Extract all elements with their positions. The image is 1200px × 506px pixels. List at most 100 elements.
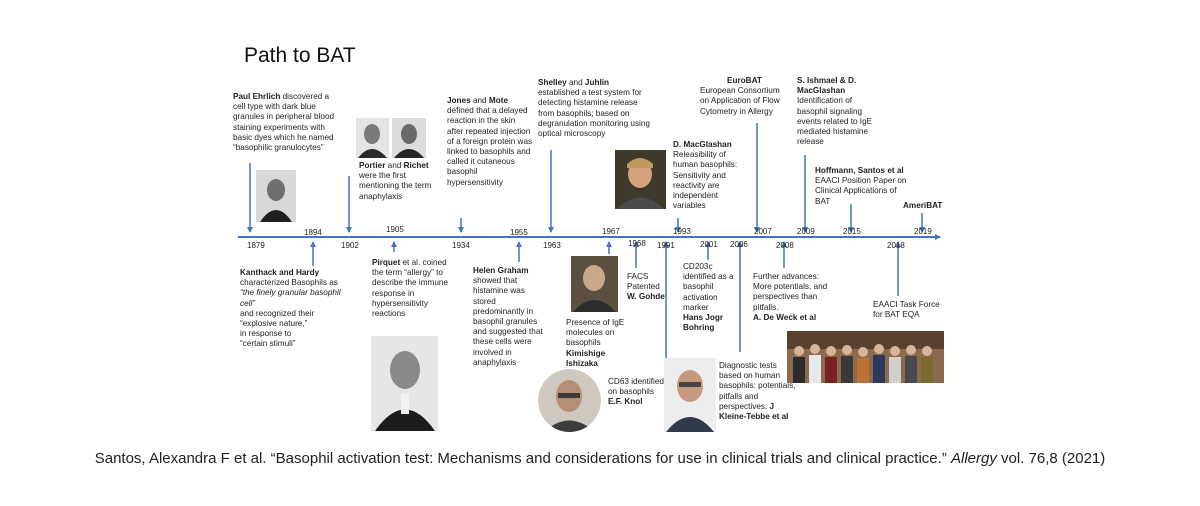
year-label: 2001 xyxy=(700,240,718,249)
event-name: Hoffmann, Santos et al xyxy=(815,166,904,175)
event-text: Identification of basophil signaling eve… xyxy=(797,96,873,147)
portrait-pirquet-photo xyxy=(371,336,438,431)
event-text: and xyxy=(566,78,585,87)
event-shelley-juhlin: Shelley and Juhlin established a test sy… xyxy=(538,78,650,139)
event-text: showed that histamine was stored predomi… xyxy=(473,276,543,367)
event-portier-richet: Portier and Richet were the first mentio… xyxy=(359,161,441,202)
year-label: 1902 xyxy=(341,241,359,250)
event-text: discovered a cell type with dark blue gr… xyxy=(233,92,335,153)
event-helen-graham: Helen Graham showed that histamine was s… xyxy=(473,266,548,368)
event-text: in response to xyxy=(240,329,292,339)
event-text: “explosive nature,” xyxy=(240,319,308,329)
event-text: FACS Patented xyxy=(627,272,660,292)
page-title: Path to BAT xyxy=(244,44,356,67)
event-hoffmann: Hoffmann, Santos et al EAACI Position Pa… xyxy=(815,166,907,207)
portrait-ehrlich-photo xyxy=(256,170,296,222)
event-eurobat: EuroBAT European Consortium on Applicati… xyxy=(700,76,786,117)
year-label: 1993 xyxy=(673,227,691,236)
event-name: D. MacGlashan xyxy=(673,140,732,149)
event-name: Richet xyxy=(403,161,429,170)
event-name: Helen Graham xyxy=(473,266,529,275)
year-label: 1905 xyxy=(386,225,404,234)
event-pirquet: Pirquet et al. coined the term “allergy”… xyxy=(372,258,450,319)
event-name: J Kleine-Tebbe et al xyxy=(719,401,789,422)
year-label: 1879 xyxy=(247,241,265,250)
event-deweck: Further advances: More potentials, and p… xyxy=(753,272,833,323)
year-label: 2008 xyxy=(776,241,794,250)
event-text: European Consortium on Application of Fl… xyxy=(700,86,780,116)
year-label: 2009 xyxy=(797,227,815,236)
year-label: 2018 xyxy=(887,241,905,250)
event-quote: “the finely granular basophil cell” xyxy=(240,288,341,308)
event-name: AmeriBAT xyxy=(903,201,943,210)
event-text: Diagnostic tests based on human basophil… xyxy=(719,361,796,411)
event-kleine-tebbe: Diagnostic tests based on human basophil… xyxy=(719,361,797,422)
event-text: Presence of IgE molecules on basophils xyxy=(566,318,625,348)
event-ameribat: AmeriBAT xyxy=(903,201,953,211)
event-jones-mote: Jones and Mote defined that a delayed re… xyxy=(447,96,533,188)
year-label: 1991 xyxy=(657,241,675,250)
event-text: and recognized their xyxy=(240,308,315,318)
event-name: Mote xyxy=(488,96,508,105)
event-knol: CD63 identified on basophils E.F. Knol xyxy=(608,377,664,408)
year-label: 1968 xyxy=(628,239,646,248)
event-text: defined that a delayed reaction in the s… xyxy=(447,106,533,187)
year-label: 2007 xyxy=(754,227,772,236)
event-text: characterized Basophils as xyxy=(240,278,338,288)
event-name: Jones xyxy=(447,96,471,105)
portrait-kleine-tebbe-photo xyxy=(664,358,716,432)
event-name: Kimishige Ishizaka xyxy=(566,348,606,368)
event-ehrlich: Paul Ehrlich discovered a cell type with… xyxy=(233,92,343,153)
event-name: W. Gohde xyxy=(627,292,665,302)
year-label: 1894 xyxy=(304,228,322,237)
event-ishizaka: Presence of IgE molecules on basophils K… xyxy=(566,318,636,369)
portrait-richet-photo xyxy=(392,118,426,158)
year-label: 1963 xyxy=(543,241,561,250)
year-label: 1934 xyxy=(452,241,470,250)
event-text: established a test system for detecting … xyxy=(538,88,650,139)
year-label: 2015 xyxy=(843,227,861,236)
event-name: S. Ishmael & D. MacGlashan xyxy=(797,76,857,96)
event-text: et al. coined the term “allergy” to desc… xyxy=(372,258,448,319)
event-name: EuroBAT xyxy=(727,76,762,85)
year-label: 2019 xyxy=(914,227,932,236)
portrait-macglashan-photo xyxy=(615,150,666,209)
citation-text: Santos, Alexandra F et al. “Basophil act… xyxy=(94,450,951,467)
event-text: and xyxy=(470,96,489,105)
event-text: Releasibility of human basophils: Sensit… xyxy=(673,150,738,211)
event-text: “certain stimuli” xyxy=(240,339,296,349)
event-name: Paul Ehrlich xyxy=(233,92,281,101)
event-name: Portier xyxy=(359,161,386,170)
event-text: were the first mentioning the term anaph… xyxy=(359,171,432,201)
event-name: E.F. Knol xyxy=(608,397,643,407)
year-label: 1955 xyxy=(510,228,528,237)
event-name: Kanthack and Hardy xyxy=(240,268,320,277)
event-bohring: CD203c identified as a basophil activati… xyxy=(683,262,741,333)
event-kanthack: Kanthack and Hardy characterized Basophi… xyxy=(240,268,350,350)
event-ishmael: S. Ishmael & D. MacGlashan Identificatio… xyxy=(797,76,879,147)
event-name: Hans Jogr Bohring xyxy=(683,313,724,333)
citation: Santos, Alexandra F et al. “Basophil act… xyxy=(0,450,1200,467)
year-label: 1967 xyxy=(602,227,620,236)
year-label: 2006 xyxy=(730,240,748,249)
event-text: Further advances: More potentials, and p… xyxy=(753,272,828,312)
group-photo-eaaci xyxy=(787,331,944,383)
citation-text: vol. 76,8 (2021) xyxy=(996,450,1106,467)
portrait-ishizaka-photo xyxy=(571,256,618,312)
event-text: CD203c identified as a basophil activati… xyxy=(683,262,734,312)
event-text: and xyxy=(385,161,404,170)
portrait-knol-photo xyxy=(538,369,601,432)
event-name: Juhlin xyxy=(584,78,610,87)
event-gohde: FACS Patented W. Gohde xyxy=(627,272,677,303)
event-name: Pirquet xyxy=(372,258,401,267)
event-name: Shelley xyxy=(538,78,567,87)
event-name: A. De Weck et al xyxy=(753,312,817,322)
event-text: CD63 identified on basophils xyxy=(608,377,664,397)
event-macglashan: D. MacGlashan Releasibility of human bas… xyxy=(673,140,747,211)
event-text: EAACI Position Paper on Clinical Applica… xyxy=(815,176,907,206)
portrait-portier-photo xyxy=(356,118,389,158)
event-text: EAACI Task Force for BAT EQA xyxy=(873,300,940,320)
event-eaaci-task-force: EAACI Task Force for BAT EQA xyxy=(873,300,947,320)
citation-journal: Allergy xyxy=(950,450,997,467)
